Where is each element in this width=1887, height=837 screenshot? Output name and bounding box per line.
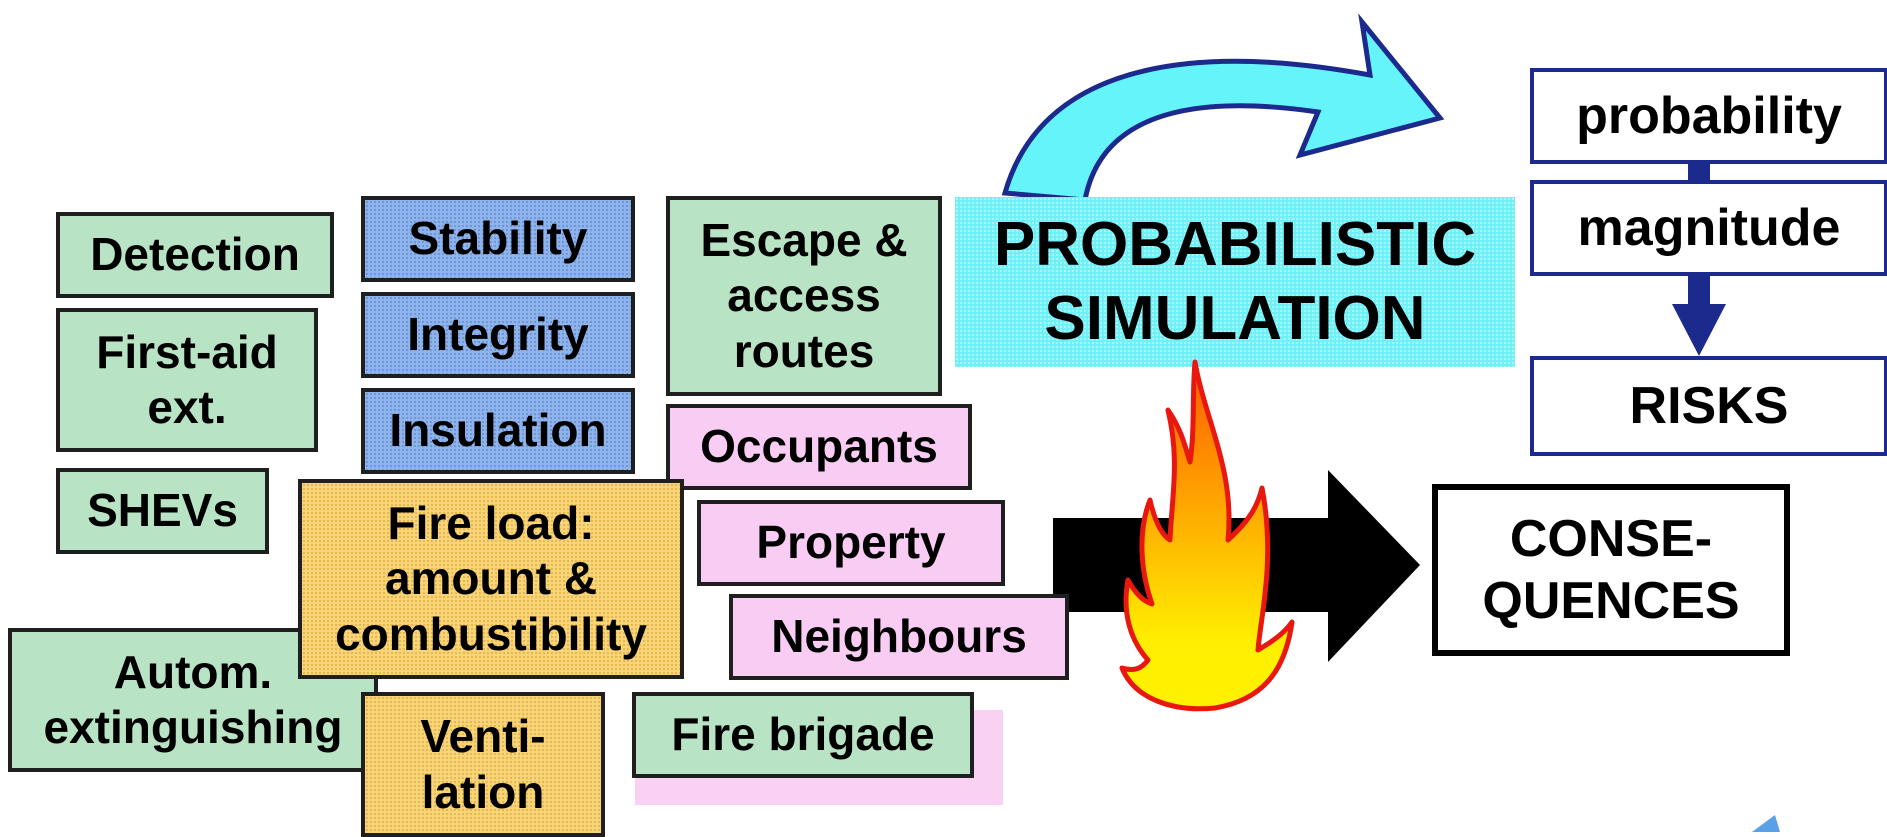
ventilation-box: Venti- lation (361, 692, 605, 837)
fire-load-label: Fire load: amount & combustibility (335, 497, 647, 660)
probability-label: probability (1576, 86, 1842, 145)
shevs-box: SHEVs (56, 468, 269, 554)
connector-bar (1688, 270, 1710, 306)
neighbours-label: Neighbours (771, 610, 1027, 663)
fire-load-box: Fire load: amount & combustibility (298, 479, 684, 679)
autom-extinguishing-label: Autom. extinguishing (43, 645, 343, 753)
escape-routes-label: Escape & access routes (700, 214, 908, 377)
probabilistic-simulation-label: PROBABILISTIC SIMULATION (993, 209, 1477, 353)
stability-label: Stability (408, 212, 588, 265)
probability-box: probability (1530, 68, 1887, 164)
connector-bar (1688, 160, 1710, 184)
corner-logo-icon (1752, 815, 1780, 832)
consequences-box: CONSE- QUENCES (1432, 484, 1790, 656)
risks-box: RISKS (1530, 356, 1887, 456)
first-aid-box: First-aid ext. (56, 308, 318, 452)
neighbours-box: Neighbours (729, 594, 1069, 680)
magnitude-label: magnitude (1577, 198, 1841, 257)
property-box: Property (697, 500, 1005, 586)
ventilation-label: Venti- lation (420, 710, 546, 818)
consequences-label: CONSE- QUENCES (1482, 509, 1740, 630)
integrity-label: Integrity (407, 308, 589, 361)
detection-label: Detection (90, 228, 300, 281)
insulation-label: Insulation (389, 404, 607, 457)
stability-box: Stability (361, 196, 635, 282)
risks-label: RISKS (1629, 376, 1789, 435)
insulation-box: Insulation (361, 388, 635, 474)
occupants-label: Occupants (700, 420, 938, 473)
property-label: Property (756, 516, 946, 569)
fire-brigade-box: Fire brigade (632, 692, 974, 778)
probabilistic-simulation-box: PROBABILISTIC SIMULATION (955, 197, 1515, 367)
detection-box: Detection (56, 212, 334, 298)
curved-arrow (1001, 13, 1445, 203)
magnitude-box: magnitude (1530, 180, 1887, 276)
occupants-box: Occupants (666, 404, 972, 490)
flame-icon (1119, 359, 1295, 712)
shevs-label: SHEVs (87, 484, 238, 537)
escape-routes-box: Escape & access routes (666, 196, 942, 396)
down-arrow-icon (1672, 304, 1726, 356)
first-aid-label: First-aid ext. (96, 325, 278, 433)
integrity-box: Integrity (361, 292, 635, 378)
fire-brigade-label: Fire brigade (671, 708, 935, 761)
